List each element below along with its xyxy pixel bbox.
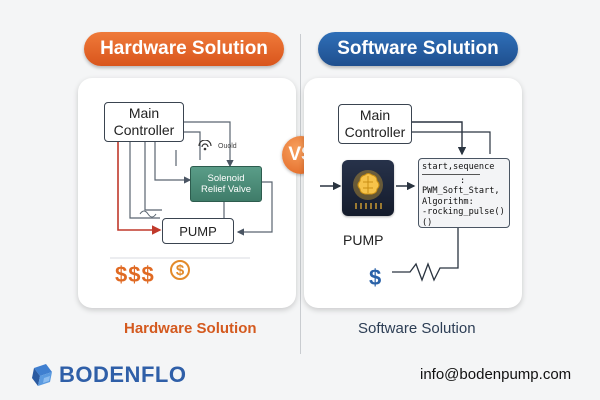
sw-main-controller-label: Main Controller (344, 107, 406, 140)
code-line: -rocking_pulse() (422, 207, 505, 217)
hardware-solution-header: Hardware Solution (84, 32, 284, 66)
logo-text: BODENFLO (59, 362, 187, 387)
valve-small-label: Ouold (218, 143, 237, 150)
valve-label: Solenoid Relief Valve (201, 173, 251, 195)
code-line: start,sequence (422, 162, 495, 172)
hardware-caption: Hardware Solution (124, 320, 257, 337)
code-line: () (422, 217, 433, 228)
code-line: PWM_Soft_Start, (422, 186, 500, 196)
coin-icon: $ (170, 260, 190, 280)
hw-main-controller-label: Main Controller (113, 105, 175, 138)
software-solution-header: Software Solution (318, 32, 518, 66)
hw-main-controller-box: Main Controller (104, 102, 184, 142)
center-divider (300, 34, 301, 354)
sw-cost-symbol: $ (369, 265, 382, 290)
algorithm-code-box: start,sequence : PWM_Soft_Start, Algorit… (418, 158, 510, 228)
code-line: Algorithm: (422, 196, 474, 207)
sw-main-controller-box: Main Controller (338, 104, 412, 144)
software-caption: Software Solution (358, 320, 476, 337)
logo-cube-icon (32, 364, 52, 386)
sw-pump-label: PUMP (343, 232, 384, 248)
hw-cost-symbol: $$$ (115, 262, 155, 287)
wireless-icon (198, 140, 212, 151)
code-line: : (460, 175, 466, 186)
contact-email[interactable]: info@bodenpump.com (420, 366, 572, 383)
brain-chip-icon (342, 160, 394, 216)
solenoid-relief-valve-box: Solenoid Relief Valve (190, 166, 262, 202)
hw-pump-box: PUMP (162, 218, 234, 244)
hw-pump-label: PUMP (179, 223, 217, 239)
bodenflo-logo: BODENFLO (30, 362, 186, 388)
coin-symbol: $ (175, 261, 185, 279)
code-underline (422, 173, 480, 175)
